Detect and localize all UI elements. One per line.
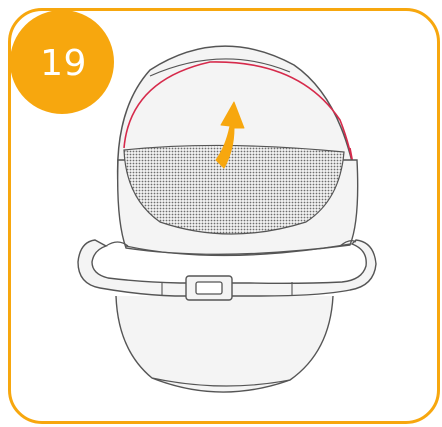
basket-body [116,296,333,392]
step-number: 19 [0,0,121,121]
latch-inner [196,282,222,294]
